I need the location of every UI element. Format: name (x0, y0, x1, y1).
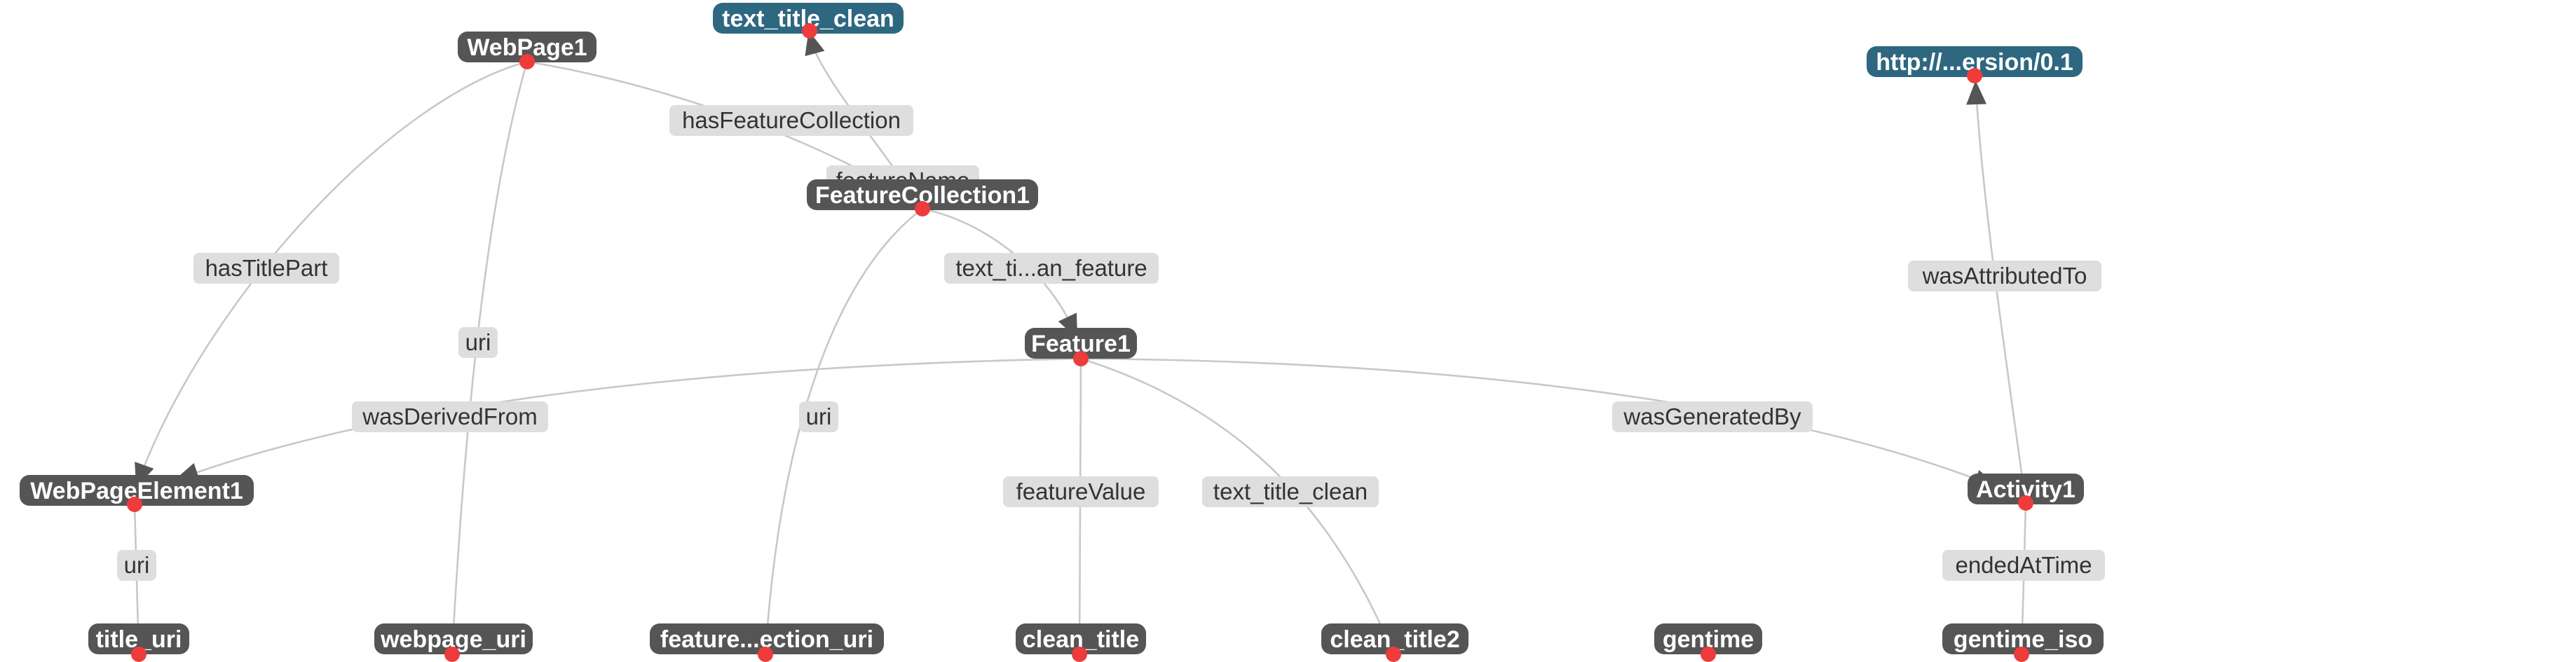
node-gentime[interactable]: gentime (1654, 623, 1762, 662)
edge-label-text: text_ti...an_feature (955, 255, 1147, 281)
node-webpage_uri[interactable]: webpage_uri (374, 623, 533, 662)
edge-label-e10[interactable]: text_title_clean (1202, 476, 1379, 507)
edge-label-text: hasFeatureCollection (682, 107, 901, 133)
node-gentime_iso[interactable]: gentime_iso (1942, 623, 2104, 662)
edge-label-text: text_title_clean (1213, 478, 1368, 504)
edge-label-text: hasTitlePart (205, 255, 328, 281)
edge-label-e11[interactable]: wasAttributedTo (1908, 261, 2101, 291)
node-layer: WebPage1 text_title_clean http://...ersion… (20, 3, 2104, 662)
node-title_uri[interactable]: title_uri (88, 623, 189, 662)
edge-label-text: uri (465, 329, 491, 355)
edge-e6-path (764, 207, 923, 655)
node-webpageelement1[interactable]: WebPageElement1 (20, 475, 254, 512)
edge-label-text: endedAtTime (1955, 552, 2092, 578)
edge-label-e12[interactable]: endedAtTime (1942, 550, 2105, 581)
node-feature1[interactable]: Feature1 (1025, 328, 1137, 366)
node-anchor-dot-icon[interactable] (1072, 647, 1087, 662)
edge-label-e5[interactable]: text_ti...an_feature (944, 253, 1159, 284)
node-anchor-dot-icon[interactable] (915, 201, 930, 216)
node-anchor-dot-icon[interactable] (802, 23, 817, 39)
edge-e7-path (185, 357, 1082, 478)
edge-label-e8[interactable]: wasGeneratedBy (1612, 401, 1813, 432)
edge-label-text: wasGeneratedBy (1623, 404, 1801, 429)
node-anchor-dot-icon[interactable] (444, 647, 460, 662)
edge-label-text: wasDerivedFrom (362, 404, 537, 429)
node-anchor-dot-icon[interactable] (1073, 351, 1089, 366)
node-anchor-dot-icon[interactable] (2014, 647, 2029, 662)
node-featurecollection1[interactable]: FeatureCollection1 (807, 179, 1038, 216)
edge-e11-path (1975, 90, 2027, 504)
node-activity1[interactable]: Activity1 (1968, 474, 2084, 511)
node-anchor-dot-icon[interactable] (1967, 68, 1982, 83)
edge-e8-path (1080, 357, 1988, 485)
node-featurecollection_uri[interactable]: feature...ection_uri (650, 623, 884, 662)
node-version_uri[interactable]: http://...ersion/0.1 (1867, 46, 2083, 83)
edge-label-text: uri (806, 404, 832, 429)
edge-label-e9[interactable]: featureValue (1003, 476, 1159, 507)
edge-label-e2[interactable]: hasTitlePart (193, 253, 339, 284)
node-anchor-dot-icon[interactable] (1701, 647, 1716, 662)
node-anchor-dot-icon[interactable] (2018, 495, 2033, 511)
node-anchor-dot-icon[interactable] (519, 54, 535, 69)
edge-label-text: uri (124, 552, 150, 578)
edge-label-e1[interactable]: hasFeatureCollection (669, 105, 913, 136)
node-text_title_clean_lit[interactable]: text_title_clean (713, 3, 904, 39)
edge-e2-path (139, 60, 528, 477)
edge-label-e7[interactable]: wasDerivedFrom (352, 401, 548, 432)
node-clean_title[interactable]: clean_title (1016, 623, 1146, 662)
edge-e11-arrowhead-icon (1966, 81, 1987, 105)
edge-label-e3[interactable]: uri (458, 327, 498, 358)
edge-label-e13[interactable]: uri (117, 550, 156, 581)
edge-e10-path (1080, 357, 1395, 655)
node-anchor-dot-icon[interactable] (758, 647, 773, 662)
node-anchor-dot-icon[interactable] (127, 497, 142, 512)
edge-label-text: wasAttributedTo (1922, 263, 2087, 289)
edge-label-e6[interactable]: uri (799, 401, 838, 432)
node-webpage1[interactable]: WebPage1 (458, 32, 597, 69)
node-anchor-dot-icon[interactable] (1386, 647, 1401, 662)
node-clean_title2[interactable]: clean_title2 (1321, 623, 1468, 662)
node-anchor-dot-icon[interactable] (131, 647, 146, 662)
edge-label-text: featureValue (1016, 478, 1146, 504)
